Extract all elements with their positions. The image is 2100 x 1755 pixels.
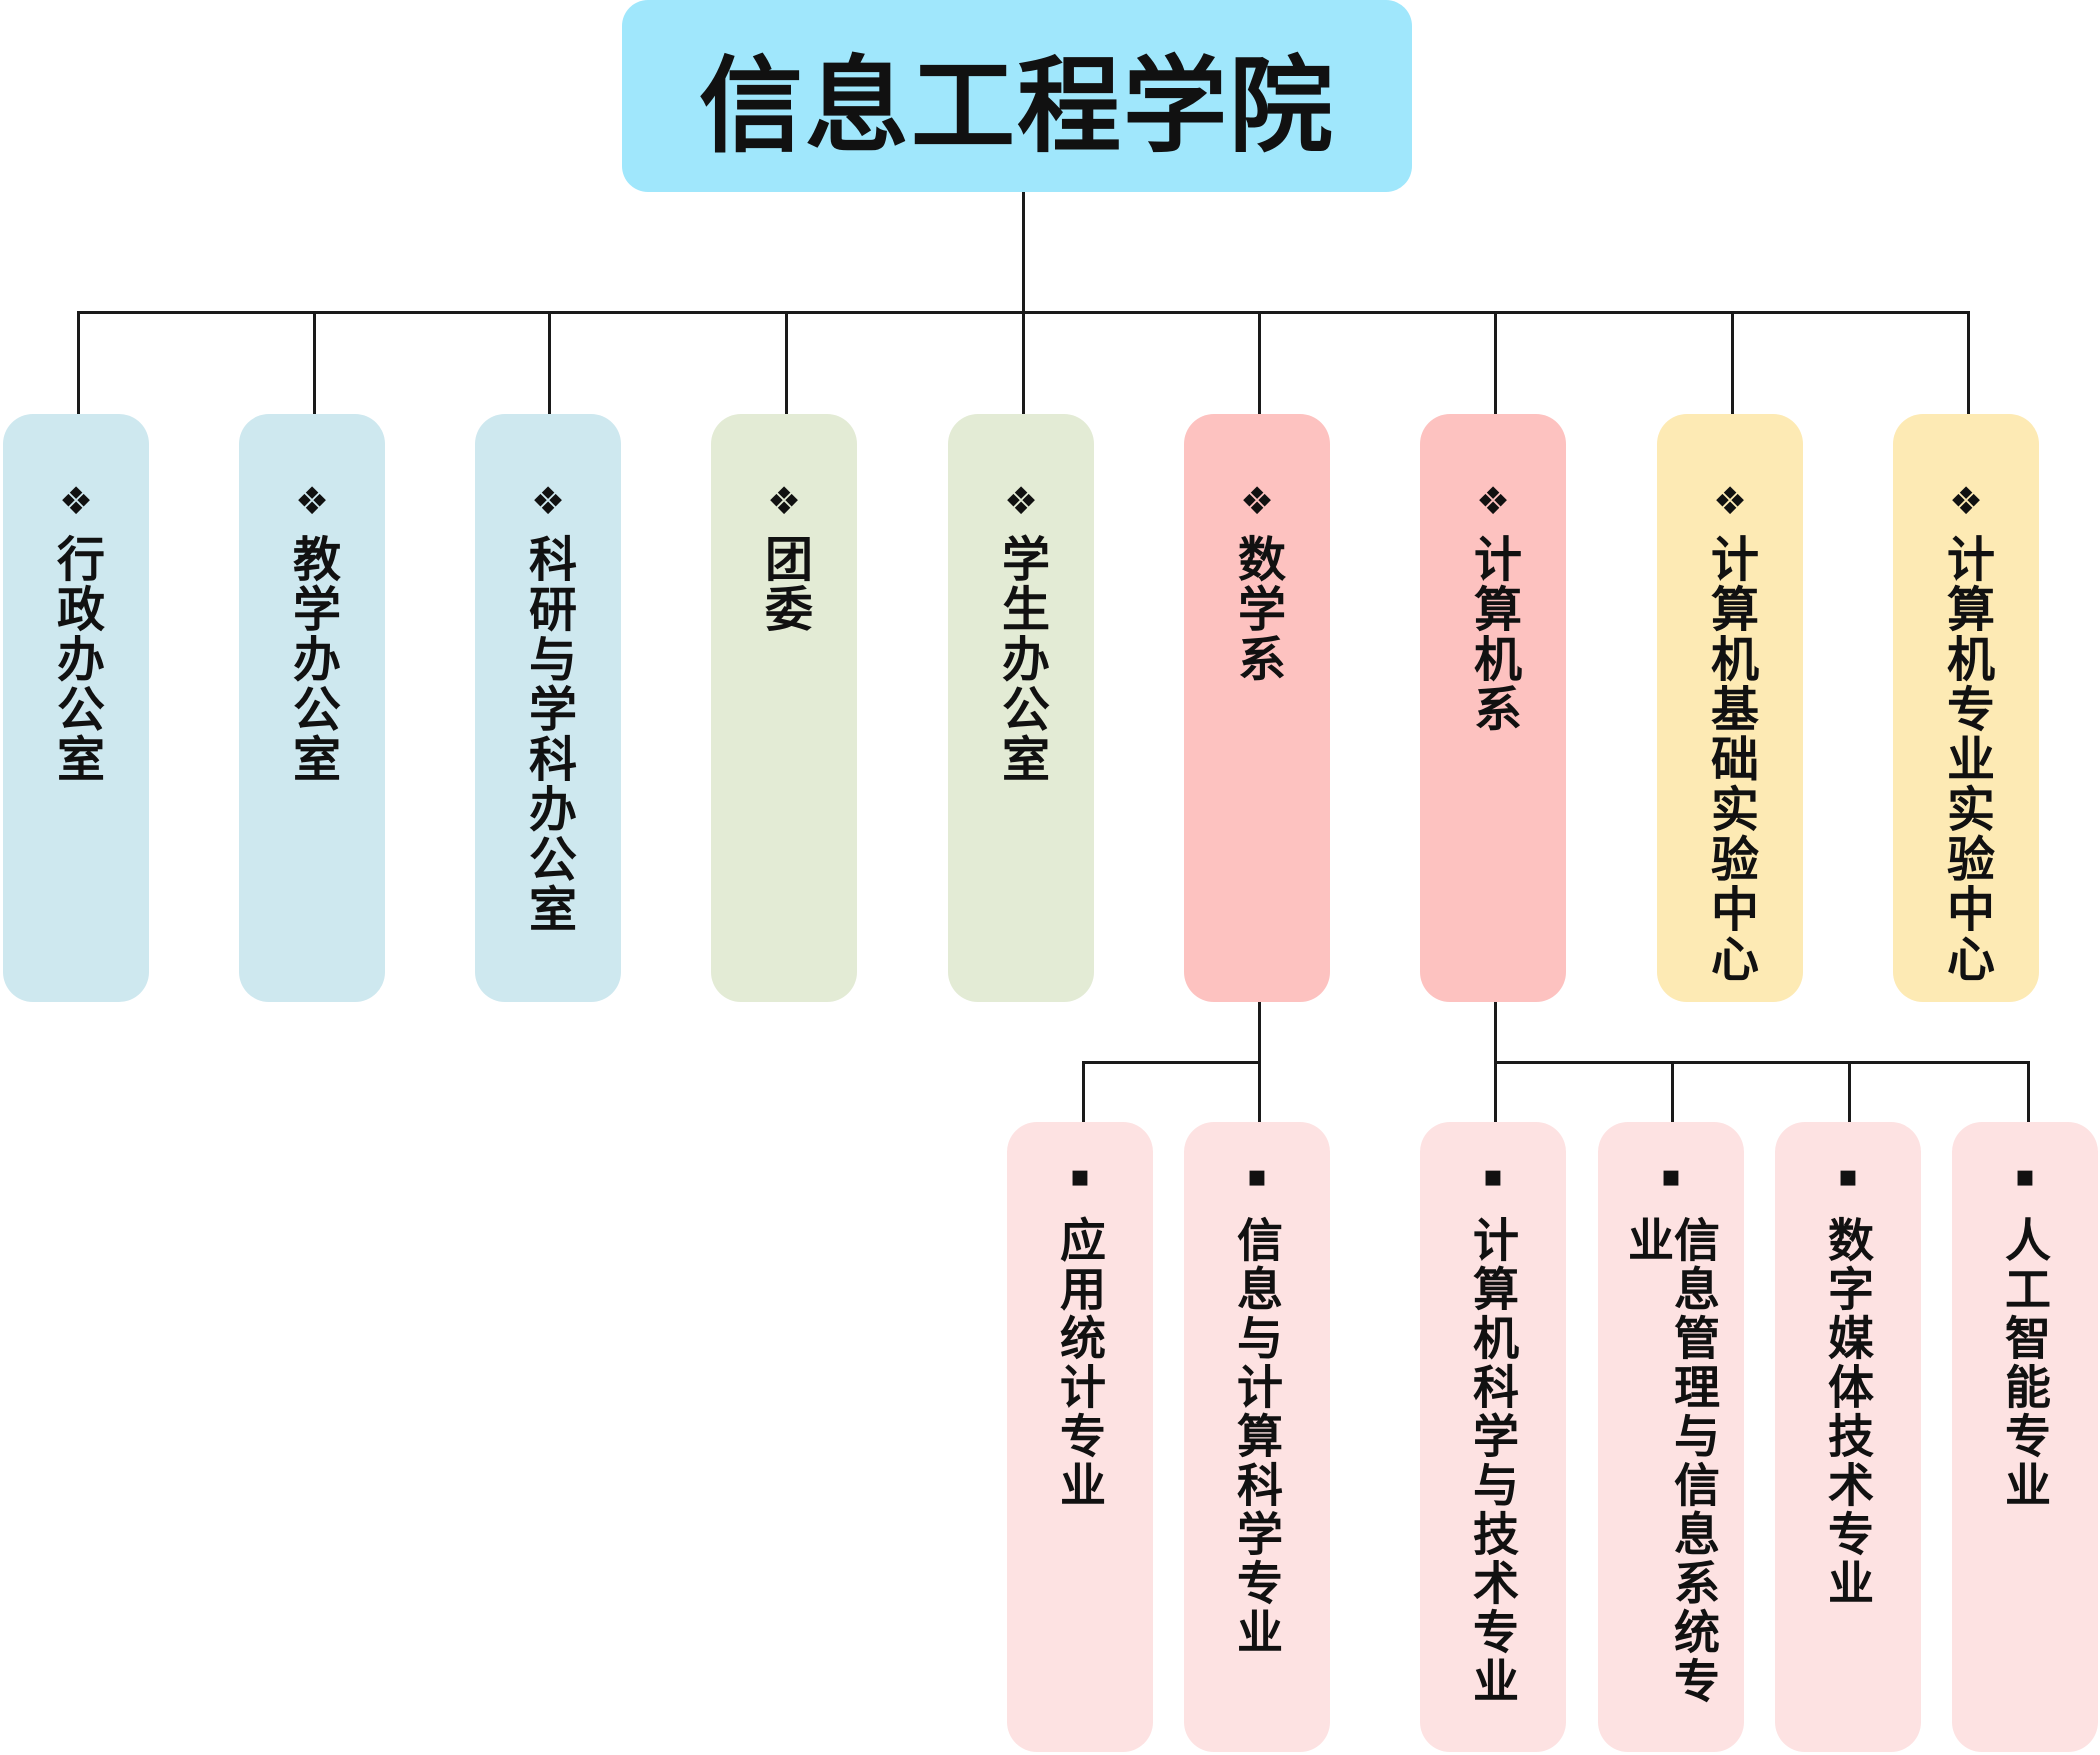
dept-label: 行政办公室 xyxy=(48,534,104,784)
connector-dept-4 xyxy=(785,311,788,414)
dept-basic-lab: ❖ 计算机基础实验中心 xyxy=(1657,414,1803,1002)
dept-admin-office: ❖ 行政办公室 xyxy=(3,414,149,1002)
major-information-management: ▪ 信息管理与信息系统专业 xyxy=(1598,1122,1744,1752)
connector-cs-major-3 xyxy=(1848,1061,1851,1122)
bullet-icon: ❖ xyxy=(1712,479,1748,523)
bullet-icon: ▪ xyxy=(1660,1159,1682,1194)
major-label: 数字媒体技术专业 xyxy=(1821,1216,1875,1608)
dept-label: 计算机专业实验中心 xyxy=(1938,534,1994,984)
connector-dept-6 xyxy=(1258,311,1261,414)
major-computer-science: ▪ 计算机科学与技术专业 xyxy=(1420,1122,1566,1752)
dept-research-office: ❖ 科研与学科办公室 xyxy=(475,414,621,1002)
major-digital-media: ▪ 数字媒体技术专业 xyxy=(1775,1122,1921,1752)
connector-math-major-1 xyxy=(1082,1061,1085,1122)
root-node: 信息工程学院 xyxy=(622,0,1412,192)
dept-computer: ❖ 计算机系 xyxy=(1420,414,1566,1002)
bullet-icon: ▪ xyxy=(1482,1159,1504,1194)
dept-student-office: ❖ 学生办公室 xyxy=(948,414,1094,1002)
connector-dept-5 xyxy=(1022,311,1025,414)
dept-label: 计算机基础实验中心 xyxy=(1702,534,1758,984)
dept-label: 团委 xyxy=(756,534,812,634)
major-applied-statistics: ▪ 应用统计专业 xyxy=(1007,1122,1153,1752)
connector-cs-major-2 xyxy=(1671,1061,1674,1122)
major-label: 应用统计专业 xyxy=(1053,1216,1107,1510)
bullet-icon: ❖ xyxy=(1003,479,1039,523)
major-label: 计算机科学与技术专业 xyxy=(1466,1216,1520,1706)
bullet-icon: ❖ xyxy=(766,479,802,523)
connector-dept-1 xyxy=(77,311,80,414)
major-label: 人工智能专业 xyxy=(1998,1216,2052,1510)
major-label: 信息与计算科学专业 xyxy=(1230,1216,1284,1657)
bullet-icon: ▪ xyxy=(2014,1159,2036,1194)
dept-math: ❖ 数学系 xyxy=(1184,414,1330,1002)
bullet-icon: ❖ xyxy=(294,479,330,523)
bullet-icon: ❖ xyxy=(1239,479,1275,523)
major-artificial-intelligence: ▪ 人工智能专业 xyxy=(1952,1122,2098,1752)
dept-specialty-lab: ❖ 计算机专业实验中心 xyxy=(1893,414,2039,1002)
bullet-icon: ▪ xyxy=(1246,1159,1268,1194)
connector-dept-9 xyxy=(1967,311,1970,414)
major-label: 信息管理与信息系统专业 xyxy=(1621,1216,1721,1706)
connector-dept-2 xyxy=(313,311,316,414)
connector-cs-bus xyxy=(1494,1061,2030,1064)
bullet-icon: ❖ xyxy=(58,479,94,523)
bullet-icon: ❖ xyxy=(1475,479,1511,523)
root-title: 信息工程学院 xyxy=(698,43,1335,167)
connector-math-bus xyxy=(1082,1061,1261,1064)
connector-cs-major-4 xyxy=(2027,1061,2030,1122)
bullet-icon: ▪ xyxy=(1837,1159,1859,1194)
bullet-icon: ❖ xyxy=(530,479,566,523)
connector-root-down xyxy=(1022,192,1025,314)
connector-dept-3 xyxy=(548,311,551,414)
dept-teaching-office: ❖ 教学办公室 xyxy=(239,414,385,1002)
dept-label: 科研与学科办公室 xyxy=(520,534,576,934)
connector-dept-7 xyxy=(1494,311,1497,414)
dept-label: 计算机系 xyxy=(1465,534,1521,734)
dept-label: 数学系 xyxy=(1229,534,1285,684)
bullet-icon: ▪ xyxy=(1069,1159,1091,1194)
dept-youth-league: ❖ 团委 xyxy=(711,414,857,1002)
major-info-computing-science: ▪ 信息与计算科学专业 xyxy=(1184,1122,1330,1752)
connector-dept-8 xyxy=(1731,311,1734,414)
dept-label: 教学办公室 xyxy=(284,534,340,784)
bullet-icon: ❖ xyxy=(1948,479,1984,523)
dept-label: 学生办公室 xyxy=(993,534,1049,784)
